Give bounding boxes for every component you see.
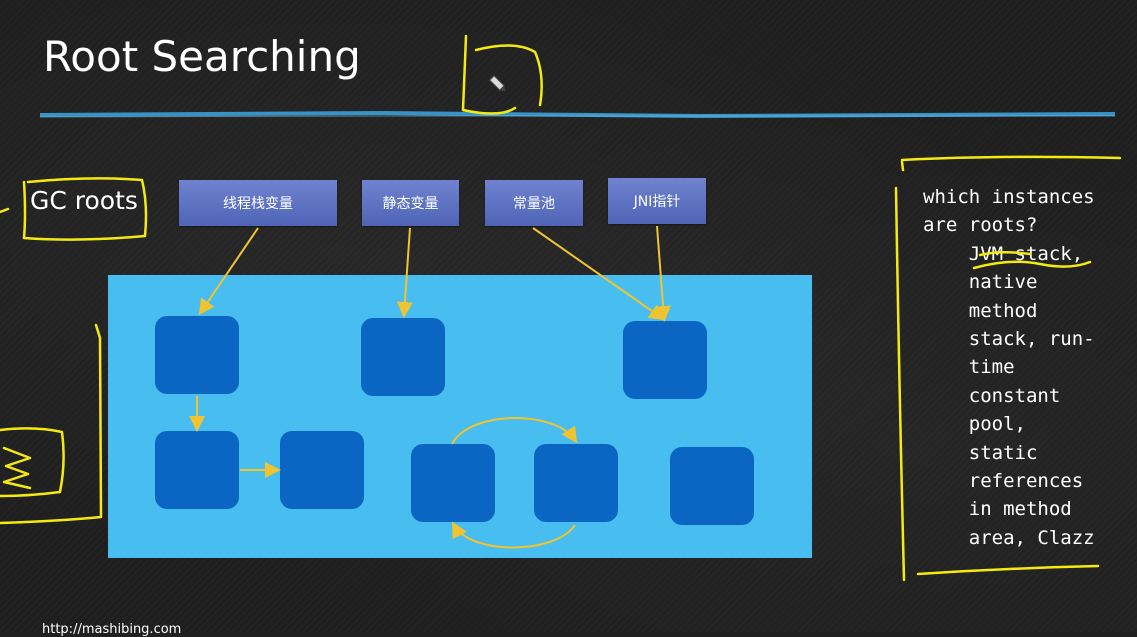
annotation-stroke (900, 155, 1122, 162)
annotation-stroke (461, 34, 517, 115)
object-node (534, 444, 618, 522)
note-line: native (923, 271, 1038, 294)
root-box-static-vars: 静态变量 (362, 180, 459, 226)
pen-cursor-icon (489, 75, 506, 92)
annotation-stroke (2, 446, 32, 490)
annotation-stroke (0, 323, 103, 525)
object-node (155, 316, 239, 394)
note-line: stack, run- (923, 328, 1095, 351)
annotation-stroke (972, 260, 1092, 270)
root-box-jni-pointers: JNI指针 (608, 178, 706, 224)
annotation-stroke (916, 564, 1100, 576)
note-line: which instances (923, 186, 1095, 208)
object-node (623, 321, 707, 399)
object-node (280, 431, 364, 509)
note-line: area, Clazz (923, 526, 1095, 549)
note-line: constant (923, 384, 1061, 407)
gc-roots-label: GC roots (30, 186, 138, 215)
annotation-stroke (0, 207, 10, 214)
arrow-cycle-top (451, 417, 578, 445)
annotation-stroke (900, 160, 905, 172)
object-node (361, 318, 445, 396)
object-node (670, 447, 754, 525)
annotation-stroke (0, 427, 65, 498)
note-line: time (923, 356, 1015, 379)
note-line: in method (923, 498, 1072, 521)
arrow-constant-pool-to-node (532, 227, 666, 321)
annotation-stroke (978, 251, 1032, 257)
footer-url: http://mashibing.com (42, 622, 182, 637)
annotation-stroke (22, 177, 148, 241)
note-line: static (923, 441, 1038, 464)
root-box-thread-stack-vars: 线程栈变量 (179, 180, 337, 226)
object-node (411, 444, 495, 522)
object-node (155, 431, 239, 509)
root-box-constant-pool: 常量池 (485, 180, 583, 226)
slide-title: Root Searching (43, 32, 361, 81)
arrow-static-to-node (396, 227, 413, 318)
annotation-stroke (474, 44, 543, 107)
note-line: references (923, 470, 1084, 493)
note-line: are roots? (923, 214, 1038, 237)
note-line: pool, (923, 413, 1026, 436)
arrow-thread-stack-to-node (198, 227, 259, 316)
arrow-jni-to-node (655, 225, 672, 322)
annotation-stroke (894, 186, 906, 582)
arrow-cycle-bottom (452, 521, 576, 549)
note-line: method (923, 299, 1038, 322)
